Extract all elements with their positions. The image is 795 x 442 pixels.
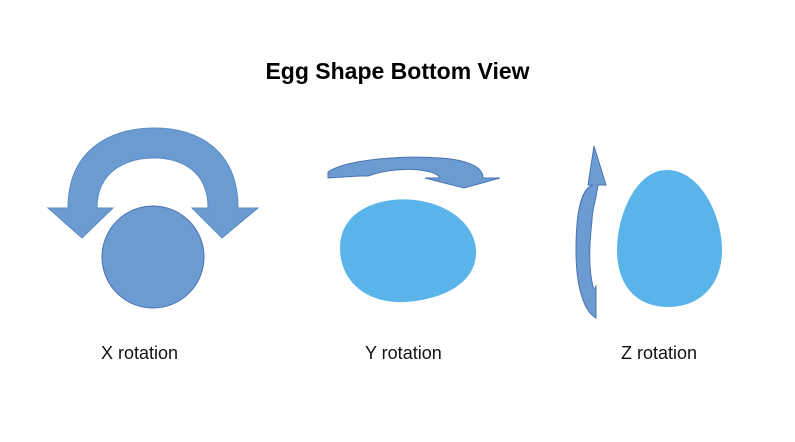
y-rotation-egg	[340, 199, 477, 303]
y-rotation-label: Y rotation	[365, 343, 442, 363]
z-rotation-label: Z rotation	[621, 343, 698, 363]
diagram-title: Egg Shape Bottom View	[265, 58, 530, 84]
x-rotation-circle	[101, 205, 205, 309]
z-rotation-arrow-icon	[575, 145, 607, 319]
x-rotation-arrow-icon	[46, 127, 260, 239]
z-rotation-egg	[617, 170, 722, 307]
x-rotation-label: X rotation	[101, 343, 179, 363]
y-rotation-arrow-icon	[327, 156, 501, 189]
